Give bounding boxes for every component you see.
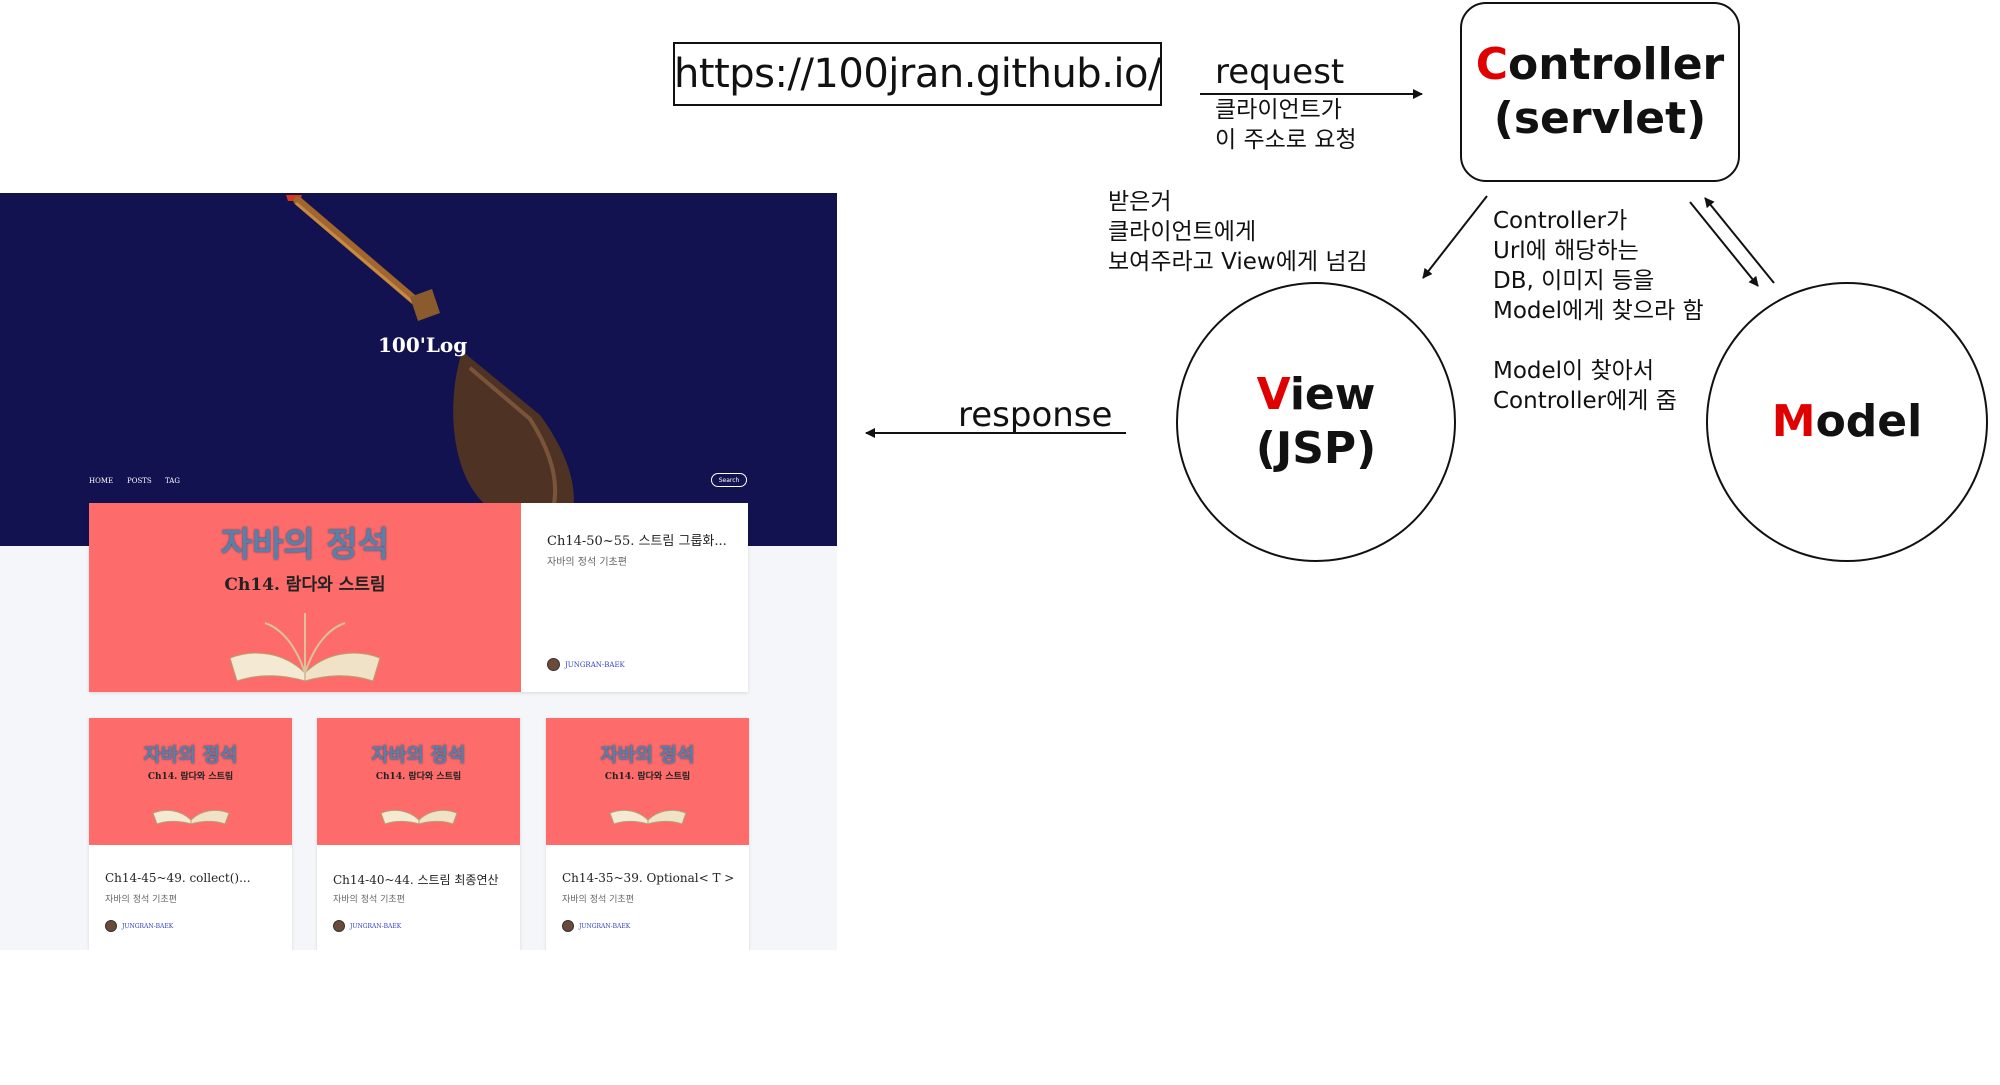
controller-rest: ontroller	[1508, 39, 1725, 90]
post-category: 자바의 정석 기초편	[562, 895, 634, 905]
author-name: JUNGRAN-BAEK	[565, 660, 625, 669]
view-note: 받은거 클라이언트에게 보여주라고 View에게 넘김	[1108, 189, 1368, 275]
author-name: JUNGRAN-BAEK	[122, 922, 174, 930]
controller-note: Controller가 Url에 해당하는 DB, 이미지 등을 Model에게…	[1493, 208, 1704, 414]
post-author[interactable]: JUNGRAN-BAEK	[547, 658, 625, 671]
book-icon	[229, 613, 381, 682]
post-title[interactable]: Ch14-45~49. collect()...	[105, 871, 251, 885]
nav-tag[interactable]: TAG	[165, 477, 180, 485]
avatar	[547, 658, 560, 671]
avatar	[562, 920, 574, 932]
controller-sub: (servlet)	[1493, 93, 1707, 144]
post-title[interactable]: Ch14-50~55. 스트림 그룹화...	[547, 534, 727, 549]
avatar	[105, 920, 117, 932]
view-label: View	[1257, 368, 1376, 422]
nav-home[interactable]: HOME	[89, 477, 114, 485]
thumb-subtitle: Ch14. 람다와 스트림	[147, 772, 234, 782]
blog-screenshot: 100'Log HOME POSTS TAG Search 자바의 정석 Ch1…	[0, 193, 837, 950]
thumb-title: 자바의 정석	[143, 744, 238, 766]
avatar	[333, 920, 345, 932]
thumb-title: 자바의 정석	[371, 744, 466, 766]
post-title[interactable]: Ch14-40~44. 스트림 최종연산	[333, 873, 499, 887]
post-thumbnail: 자바의 정석 Ch14. 람다와 스트림	[317, 718, 520, 845]
shovel-icon	[286, 195, 574, 543]
post-card[interactable]: 자바의 정석 Ch14. 람다와 스트림 Ch14-35~39. Optiona…	[546, 718, 749, 950]
thumb-subtitle: Ch14. 람다와 스트림	[375, 772, 462, 782]
post-author[interactable]: JUNGRAN-BAEK	[562, 920, 630, 932]
author-name: JUNGRAN-BAEK	[579, 922, 631, 930]
view-circle: View (JSP)	[1176, 282, 1456, 562]
post-category: 자바의 정석 기초편	[333, 895, 405, 905]
model-rest: odel	[1815, 396, 1923, 447]
author-name: JUNGRAN-BAEK	[350, 922, 402, 930]
blog-title: 100'Log	[378, 333, 468, 357]
thumb-title: 자바의 정석	[600, 744, 695, 766]
post-card[interactable]: 자바의 정석 Ch14. 람다와 스트림 Ch14-45~49. collect…	[89, 718, 292, 950]
thumb-title: 자바의 정석	[220, 525, 390, 565]
controller-label: Controller	[1476, 38, 1725, 92]
post-author[interactable]: JUNGRAN-BAEK	[333, 920, 401, 932]
controller-to-view-arrow	[1422, 195, 1488, 279]
request-note: 클라이언트가 이 주소로 요청	[1215, 97, 1357, 153]
post-thumbnail: 자바의 정석 Ch14. 람다와 스트림	[89, 718, 292, 845]
book-icon	[608, 809, 687, 824]
controller-initial: C	[1475, 39, 1509, 90]
blog-hero: 100'Log HOME POSTS TAG Search	[0, 193, 837, 546]
view-initial: V	[1256, 369, 1290, 420]
controller-to-model-arrow	[1689, 201, 1759, 287]
request-label: request	[1215, 52, 1345, 92]
model-label: Model	[1772, 395, 1922, 449]
model-to-controller-arrow	[1704, 197, 1775, 284]
view-sub: (JSP)	[1255, 423, 1377, 474]
book-icon	[379, 809, 458, 824]
post-author[interactable]: JUNGRAN-BAEK	[105, 920, 173, 932]
post-category: 자바의 정석 기초편	[105, 895, 177, 905]
post-category: 자바의 정석 기초편	[547, 557, 627, 568]
model-circle: Model	[1706, 282, 1988, 562]
nav-posts[interactable]: POSTS	[127, 477, 152, 485]
search-button[interactable]: Search	[711, 473, 747, 487]
url-text: https://100jran.github.io/	[674, 51, 1161, 97]
featured-thumbnail: 자바의 정석 Ch14. 람다와 스트림	[89, 503, 521, 692]
post-card[interactable]: 자바의 정석 Ch14. 람다와 스트림 Ch14-40~44. 스트림 최종연…	[317, 718, 520, 950]
url-box: https://100jran.github.io/	[673, 42, 1162, 106]
post-thumbnail: 자바의 정석 Ch14. 람다와 스트림	[546, 718, 749, 845]
featured-post-card[interactable]: 자바의 정석 Ch14. 람다와 스트림 Ch14-50~55. 스트림 그룹화…	[89, 503, 748, 692]
model-initial: M	[1771, 396, 1816, 447]
book-icon	[151, 809, 230, 824]
controller-box: Controller (servlet)	[1460, 2, 1740, 182]
thumb-subtitle: Ch14. 람다와 스트림	[604, 772, 691, 782]
response-label: response	[958, 395, 1113, 435]
thumb-subtitle: Ch14. 람다와 스트림	[224, 575, 386, 595]
post-title[interactable]: Ch14-35~39. Optional< T >	[562, 871, 735, 885]
view-rest: iew	[1289, 369, 1376, 420]
